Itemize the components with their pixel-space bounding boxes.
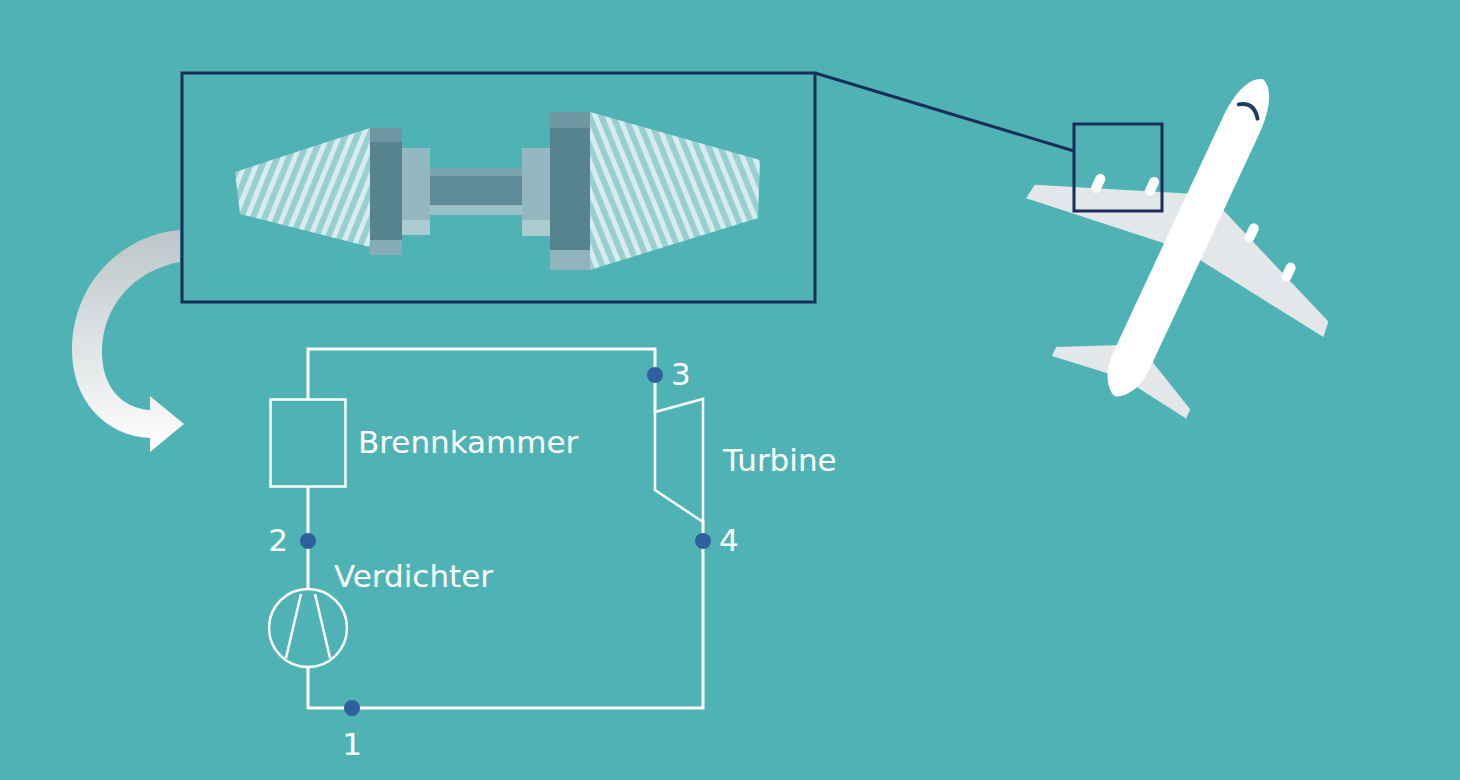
component-label: Turbine [723, 442, 837, 479]
curved-arrow [72, 230, 184, 452]
compressor-circle [269, 589, 347, 667]
state-point [695, 533, 711, 549]
node-shape [655, 399, 703, 522]
state-number: 1 [342, 726, 362, 763]
component-label: Verdichter [334, 558, 493, 595]
flow-line [308, 522, 703, 708]
node-shape [269, 398, 347, 488]
state-number: 3 [671, 356, 691, 393]
combustor-box: Brennkammer [269, 398, 347, 488]
state-point [300, 533, 316, 549]
state-point [647, 367, 663, 383]
turbine-outline [655, 399, 703, 522]
node-shape [268, 588, 348, 668]
flow-line [308, 349, 655, 412]
engine-rotor [235, 112, 760, 270]
box-outline [271, 400, 346, 487]
state-number: 2 [268, 522, 288, 559]
compressor-symbol: Verdichter [268, 588, 348, 668]
state-point [344, 700, 360, 716]
state-number: 4 [719, 522, 739, 559]
zoom-frame [182, 73, 1162, 302]
component-label: Brennkammer [358, 424, 578, 461]
turbine-symbol: Turbine [655, 399, 703, 522]
airplane [966, 10, 1411, 466]
compressor-lines [286, 594, 330, 658]
